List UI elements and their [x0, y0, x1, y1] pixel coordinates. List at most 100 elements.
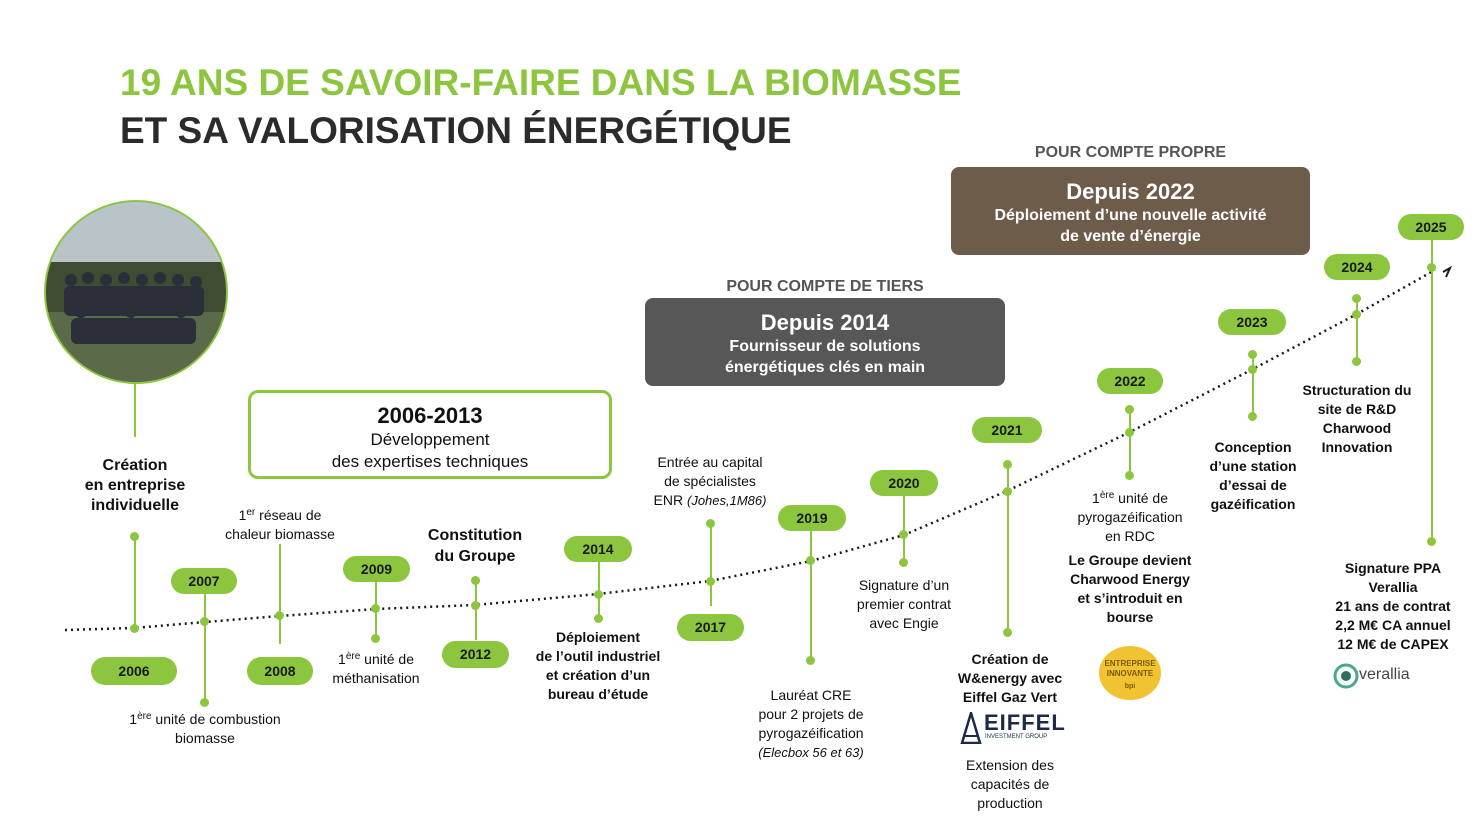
event-2009: 1ère unité de méthanisation — [296, 650, 456, 688]
event-2024-l4: Innovation — [1321, 439, 1393, 455]
dot-2012 — [471, 601, 480, 610]
expertise-line1: Développement — [370, 430, 490, 449]
dot-2019 — [806, 556, 815, 565]
event-2014-l2: de l’outil industriel — [535, 648, 661, 664]
year-2007: 2007 — [171, 568, 237, 594]
event-2014-l3: et création d’un — [545, 667, 651, 683]
event-2007-l2: biomasse — [175, 730, 235, 746]
expertise-line2: des expertises techniques — [331, 452, 529, 471]
event-2008-rest: réseau de — [255, 507, 322, 523]
dot-2023-top — [1248, 350, 1257, 359]
title-line-1: 19 ANS DE SAVOIR-FAIRE DANS LA BIOMASSE — [120, 62, 962, 103]
propre-label: POUR COMPTE PROPRE — [1034, 144, 1227, 161]
dot-2017 — [706, 577, 715, 586]
badge-text: ENTREPRISE INNOVANTE — [1104, 659, 1156, 678]
dot-2024-bottom — [1352, 357, 1361, 366]
year-2023: 2023 — [1218, 309, 1286, 335]
year-2014: 2014 — [564, 536, 632, 562]
event-2006: Création en entreprise individuelle — [60, 456, 210, 516]
event-2009-l2: méthanisation — [332, 670, 420, 686]
dot-2024-top — [1352, 294, 1361, 303]
event-2025-l5: 12 M€ de CAPEX — [1337, 636, 1449, 652]
event-2024: Structuration du site de R&D Charwood In… — [1282, 381, 1432, 457]
dot-2025-bottom — [1427, 537, 1436, 546]
dot-2022-bottom — [1125, 471, 1134, 480]
event-2008-l2: chaleur biomasse — [225, 526, 335, 542]
tiers-box: Depuis 2014 Fournisseur de solutions éne… — [645, 298, 1005, 386]
event-2025-l3: 21 ans de contrat — [1335, 598, 1451, 614]
event-2009-rest: unité de — [360, 651, 414, 667]
stem-2025 — [1431, 240, 1433, 542]
event-2017-l3: ENR — [653, 492, 684, 508]
event-2023-l4: gazéification — [1210, 496, 1296, 512]
stem-2023 — [1252, 353, 1254, 417]
dot-2009-bottom — [371, 634, 380, 643]
stem-2021 — [1007, 463, 1009, 633]
event-2020-l1: Signature d’un — [858, 577, 950, 593]
propre-heading: Depuis 2022 — [1066, 179, 1195, 204]
event-2006-l3: individuelle — [90, 497, 179, 514]
stem-2024 — [1356, 297, 1358, 361]
dot-2021-top — [1003, 460, 1012, 469]
year-2020: 2020 — [870, 470, 938, 496]
event-2017: Entrée au capital de spécialistes ENR (J… — [625, 453, 795, 510]
year-2021: 2021 — [972, 417, 1042, 443]
event-2008-pre: 1 — [238, 507, 247, 523]
verallia-text: verallia — [1359, 666, 1410, 683]
dot-2007 — [200, 617, 209, 626]
event-2021a-l1: Création de — [971, 651, 1049, 667]
event-2014-l1: Déploiement — [555, 629, 640, 645]
event-2012: Constitution du Groupe — [400, 525, 550, 567]
event-2021a-l3: Eiffel Gaz Vert — [962, 689, 1058, 705]
dot-2009 — [371, 604, 380, 613]
dot-2022 — [1125, 428, 1134, 437]
event-2024-l2: site de R&D — [1317, 401, 1397, 417]
event-2017-italic: (Johes,1M86) — [686, 493, 767, 508]
event-2007-pre: 1 — [129, 711, 138, 727]
dot-2023 — [1248, 365, 1257, 374]
dot-2014 — [594, 590, 603, 599]
event-2022a-l3: en RDC — [1105, 528, 1155, 544]
dot-2006 — [130, 624, 139, 633]
dot-2007-bottom — [200, 698, 209, 707]
stem-2007 — [204, 594, 206, 702]
event-2012-l2: du Groupe — [434, 548, 516, 565]
event-2009-pre: 1 — [338, 651, 346, 667]
stem-2019 — [810, 531, 812, 661]
event-2024-l1: Structuration du — [1302, 382, 1412, 398]
expertise-box: 2006-2013 Développement des expertises t… — [248, 390, 612, 479]
dot-2008 — [275, 611, 284, 620]
year-2019: 2019 — [778, 505, 846, 531]
event-2007: 1ère unité de combustion biomasse — [105, 710, 305, 748]
event-2021-a: Création de W&energy avec Eiffel Gaz Ver… — [930, 650, 1090, 707]
propre-line1: Déploiement d’une nouvelle activité — [994, 207, 1267, 224]
dot-2022-top — [1125, 405, 1134, 414]
event-2022b-l3: et s’introduit en — [1077, 590, 1183, 606]
stem-2022 — [1129, 408, 1131, 476]
tiers-label: POUR COMPTE DE TIERS — [726, 278, 924, 295]
event-2022a-l2: pyrogazéification — [1077, 509, 1183, 525]
eiffel-main-text: EIFFEL — [984, 710, 1066, 735]
event-2024-l3: Charwood — [1322, 420, 1392, 436]
event-2022-b: Le Groupe devient Charwood Energy et s’i… — [1045, 551, 1215, 627]
tiers-heading: Depuis 2014 — [760, 310, 890, 335]
eiffel-logo: EIFFEL INVESTMENT GROUP — [960, 710, 1065, 746]
event-2019: Lauréat CRE pour 2 projets de pyrogazéif… — [726, 686, 896, 762]
event-2009-sup: ère — [345, 651, 361, 662]
badge-sub: bpi — [1124, 683, 1136, 690]
dot-2012-top — [471, 576, 480, 585]
entreprise-innovante-badge: ENTREPRISE INNOVANTE bpi — [1099, 646, 1161, 700]
event-2017-l2: de spécialistes — [664, 473, 756, 489]
dot-2021 — [1003, 487, 1012, 496]
stem-2008 — [279, 544, 281, 644]
dot-2024 — [1352, 310, 1361, 319]
event-2014-l4: bureau d’étude — [547, 686, 649, 702]
event-2017-l1: Entrée au capital — [657, 454, 763, 470]
event-2008-sup: er — [246, 507, 256, 518]
dot-2020-bottom — [899, 558, 908, 567]
year-2012: 2012 — [442, 641, 509, 668]
event-2020-l2: premier contrat — [856, 596, 952, 612]
event-2022a-sup: ère — [1099, 490, 1115, 501]
event-2023-l2: d’une station — [1209, 458, 1297, 474]
